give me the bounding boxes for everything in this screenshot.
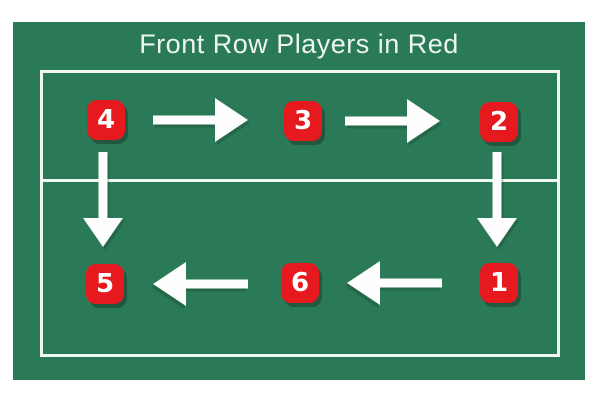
page-title: Front Row Players in Red xyxy=(139,29,459,59)
right-arrow-icon xyxy=(153,98,248,142)
arrow-right-icon-4-to-3 xyxy=(153,97,249,143)
left-arrow-icon xyxy=(347,261,442,305)
net-line xyxy=(40,179,560,182)
player-3: 3 xyxy=(284,101,322,141)
down-arrow-icon xyxy=(83,152,123,247)
arrow-down-icon-2-to-1 xyxy=(476,152,518,248)
player-4: 4 xyxy=(87,100,125,140)
player-6: 6 xyxy=(281,263,319,303)
right-arrow-icon xyxy=(345,99,440,143)
arrow-right-icon-3-to-2 xyxy=(345,98,441,144)
court-outline xyxy=(40,70,560,357)
player-2: 2 xyxy=(480,102,518,142)
arrow-down-icon-4-to-5 xyxy=(82,152,124,248)
arrow-left-icon-6-to-5 xyxy=(152,261,248,307)
arrow-left-icon-1-to-6 xyxy=(346,260,442,306)
player-5: 5 xyxy=(86,264,124,304)
down-arrow-icon xyxy=(477,152,517,247)
court-board: Front Row Players in Red 4 3 2 5 6 1 xyxy=(13,22,585,380)
player-1: 1 xyxy=(480,263,518,303)
left-arrow-icon xyxy=(153,262,248,306)
